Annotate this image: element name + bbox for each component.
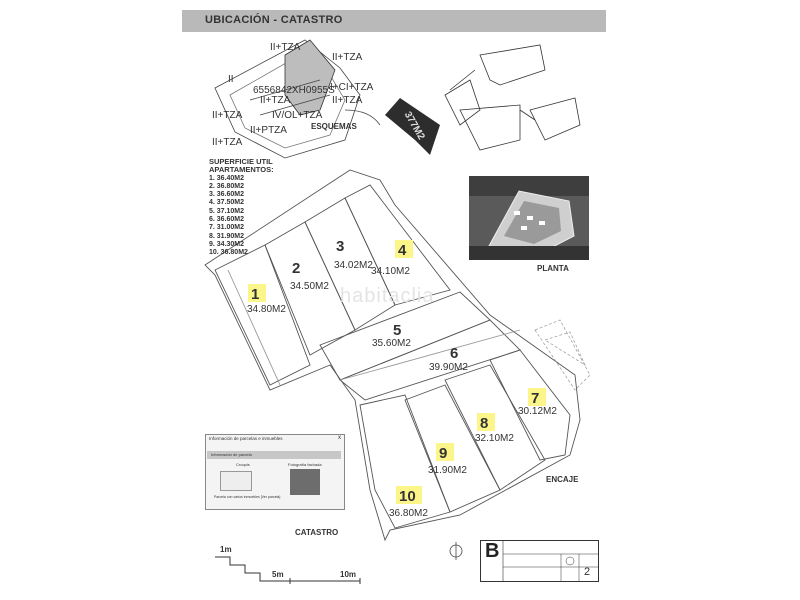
- sketch-label: II: [228, 74, 234, 85]
- unit-number: 9: [439, 445, 447, 462]
- legend-item: 8. 31.90M2: [209, 232, 245, 240]
- sketch-label: I+CI+TZA: [330, 82, 374, 93]
- header-bar: [182, 10, 606, 32]
- aerial-photo-graphic: [469, 176, 589, 260]
- legend-item: 4. 37.50M2: [209, 199, 245, 207]
- legend-item: 9. 34.30M2: [209, 240, 245, 248]
- encaje-sketch: [534, 319, 591, 391]
- sketch-label: II+PTZA: [250, 125, 287, 136]
- area-legend: SUPERFICIE UTIL APARTAMENTOS: 1. 36.40M2…: [209, 157, 274, 258]
- unit-9-room: [404, 384, 501, 513]
- unit-area: 34.80M2: [247, 304, 286, 315]
- legend-item: 10. 36.80M2: [209, 249, 248, 257]
- legend-item: 6. 36.60M2: [209, 216, 245, 224]
- aerial-photo: [469, 176, 589, 260]
- sketch-label: II+TZA: [212, 110, 243, 121]
- sketch-label: II+TZA: [270, 42, 301, 53]
- highlight: [248, 284, 266, 302]
- unit-number: 2: [292, 260, 300, 277]
- sketch-label: II+TZA: [212, 137, 243, 148]
- scale-bar: [215, 556, 361, 584]
- highlight: [477, 413, 495, 431]
- unit-number: 1: [251, 286, 259, 303]
- unit-area: 31.90M2: [428, 465, 467, 476]
- scale-label-10m: 10m: [340, 570, 357, 579]
- unit-area: 35.60M2: [372, 338, 411, 349]
- highlight: [436, 443, 454, 461]
- sketch-label: II+TZA: [332, 95, 363, 106]
- highlight: [528, 388, 546, 406]
- legend-item: 7. 31.00M2: [209, 224, 245, 232]
- unit-number: 6: [450, 345, 458, 362]
- popup-band-text: Información de parcela: [211, 452, 252, 457]
- highlight: [396, 486, 422, 504]
- unit-4-room: [344, 184, 451, 306]
- unit-area: 30.12M2: [518, 406, 557, 417]
- legend-item: 5. 37.10M2: [209, 207, 245, 215]
- legend-item: 2. 36.80M2: [209, 182, 245, 190]
- sketch-label: 6556842XH0955S: [253, 85, 335, 96]
- catastro-label: CATASTRO: [295, 528, 339, 537]
- foto-label: Fotografía fachada: [288, 462, 322, 467]
- sheet-number: 2: [584, 566, 591, 578]
- title-block-grid: [502, 541, 598, 581]
- facade-photo: [290, 469, 320, 495]
- unit-area: 39.90M2: [429, 362, 468, 373]
- floor-plan: [204, 169, 581, 542]
- title-block-logo: B: [485, 540, 500, 562]
- encaje-label: ENCAJE: [546, 475, 579, 484]
- unit-1-room: [214, 244, 311, 386]
- unit-area: 34.02M2: [334, 260, 373, 271]
- site-sketch: [214, 39, 381, 159]
- close-icon[interactable]: x: [338, 435, 341, 441]
- unit-10-room: [359, 394, 451, 529]
- outline-sketch: [444, 44, 581, 151]
- popup-title: Información de parcelas e inmuebles: [209, 436, 283, 441]
- cadastre-popup: Información de parcelas e inmuebles x In…: [205, 434, 345, 510]
- scale-label-5m: 5m: [272, 570, 284, 579]
- unit-number: 10: [399, 488, 416, 505]
- sketch-label: II+TZA: [332, 52, 363, 63]
- parcel-shape: [385, 98, 440, 155]
- popup-band: Información de parcela: [207, 451, 341, 459]
- legend-subtitle: APARTAMENTOS:: [209, 165, 274, 175]
- legend-title: SUPERFICIE UTIL: [209, 157, 273, 166]
- page-title: UBICACIÓN - CATASTRO: [205, 14, 343, 26]
- unit-labels: 1 34.80M2 2 34.50M2 3 34.02M2 4 34.10M2 …: [247, 238, 557, 519]
- unit-area: 34.10M2: [371, 266, 410, 277]
- croquis-image: [220, 471, 252, 491]
- title-block: B 2: [480, 540, 599, 582]
- unit-number: 5: [393, 322, 401, 339]
- sketch-shaded: [284, 39, 336, 116]
- unit-number: 7: [531, 390, 539, 407]
- watermark: habitaclia: [340, 285, 435, 307]
- sketch-label: II+TZA: [260, 95, 291, 106]
- unit-7-room: [489, 349, 571, 461]
- esquemas-label: ESQUEMAS: [311, 122, 357, 131]
- planta-label: PLANTA: [537, 264, 569, 273]
- unit-area: 34.50M2: [290, 281, 329, 292]
- croquis-label: Croquis: [236, 462, 250, 467]
- unit-area: 32.10M2: [475, 433, 514, 444]
- unit-6-room: [339, 319, 521, 401]
- unit-8-room: [444, 364, 546, 491]
- building-outline: [204, 169, 581, 542]
- unit-number: 4: [398, 242, 407, 259]
- legend-item: 3. 36.60M2: [209, 191, 245, 199]
- highlight: [395, 240, 413, 258]
- unit-number: 3: [336, 238, 344, 255]
- scale-label-1m: 1m: [220, 545, 232, 554]
- legend-item: 1. 36.40M2: [209, 174, 245, 182]
- unit-number: 8: [480, 415, 488, 432]
- popup-footer[interactable]: Parcela con varios inmuebles [Ver parcel…: [214, 495, 281, 499]
- sketch-label: IV/OL+TZA: [272, 110, 323, 121]
- unit-area: 36.80M2: [389, 508, 428, 519]
